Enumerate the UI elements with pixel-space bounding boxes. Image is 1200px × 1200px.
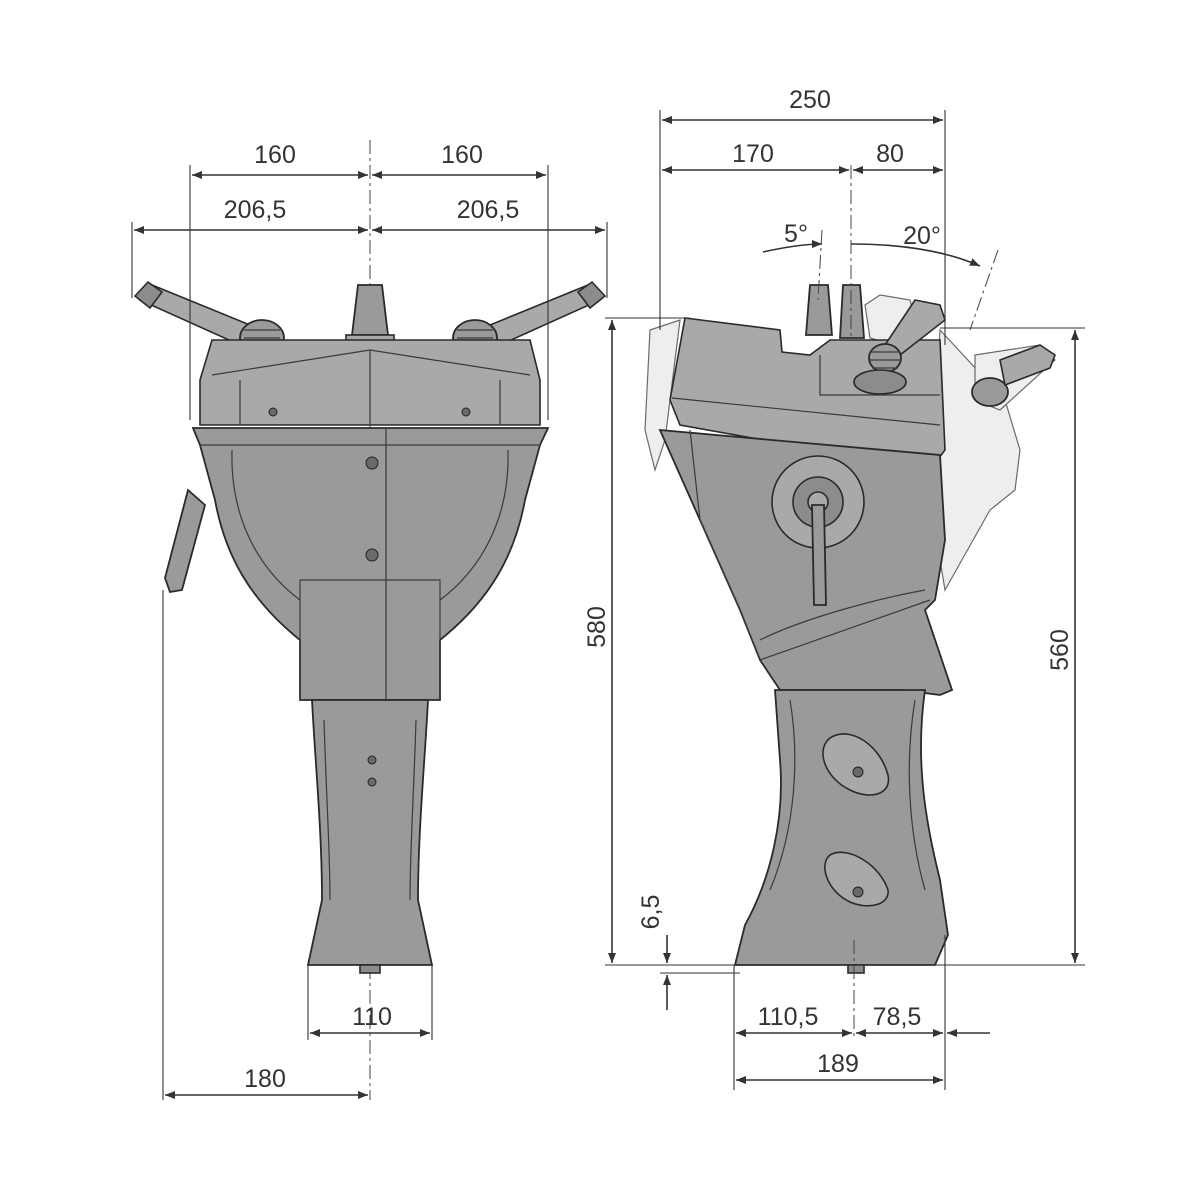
dim-front-right-lower: 206,5 bbox=[457, 196, 520, 224]
dim-side-total-height: 580 bbox=[583, 606, 611, 648]
side-grip-pad-lower bbox=[824, 851, 889, 907]
side-grip-pad-upper bbox=[822, 733, 890, 796]
dim-side-angle-forward: 20° bbox=[903, 222, 941, 250]
dim-side-body-height: 560 bbox=[1046, 629, 1074, 671]
dim-side-foot-offset: 6,5 bbox=[637, 895, 665, 930]
dim-side-angle-back: 5° bbox=[784, 220, 808, 248]
dim-front-side-offset: 180 bbox=[244, 1065, 286, 1093]
front-center-knob bbox=[350, 284, 390, 336]
front-side-lever bbox=[164, 488, 207, 594]
dim-front-left-upper: 160 bbox=[254, 141, 296, 169]
dim-side-base-total: 189 bbox=[817, 1050, 859, 1078]
front-view bbox=[133, 140, 607, 1100]
side-handle bbox=[733, 689, 949, 966]
front-handle-column bbox=[306, 699, 434, 966]
dim-front-base-width: 110 bbox=[352, 1003, 392, 1031]
side-view bbox=[644, 284, 1056, 974]
dim-side-base-front: 78,5 bbox=[873, 1003, 922, 1031]
dim-side-base-rear: 110,5 bbox=[758, 1003, 819, 1031]
dimensions: 160 160 206,5 206,5 110 180 250 170 80 bbox=[131, 86, 1085, 1100]
dim-side-front-part: 80 bbox=[876, 140, 904, 168]
dim-side-rear-part: 170 bbox=[732, 140, 774, 168]
dim-front-right-upper: 160 bbox=[441, 141, 483, 169]
dim-side-overall-depth: 250 bbox=[789, 86, 831, 114]
dim-front-left-lower: 206,5 bbox=[224, 196, 287, 224]
